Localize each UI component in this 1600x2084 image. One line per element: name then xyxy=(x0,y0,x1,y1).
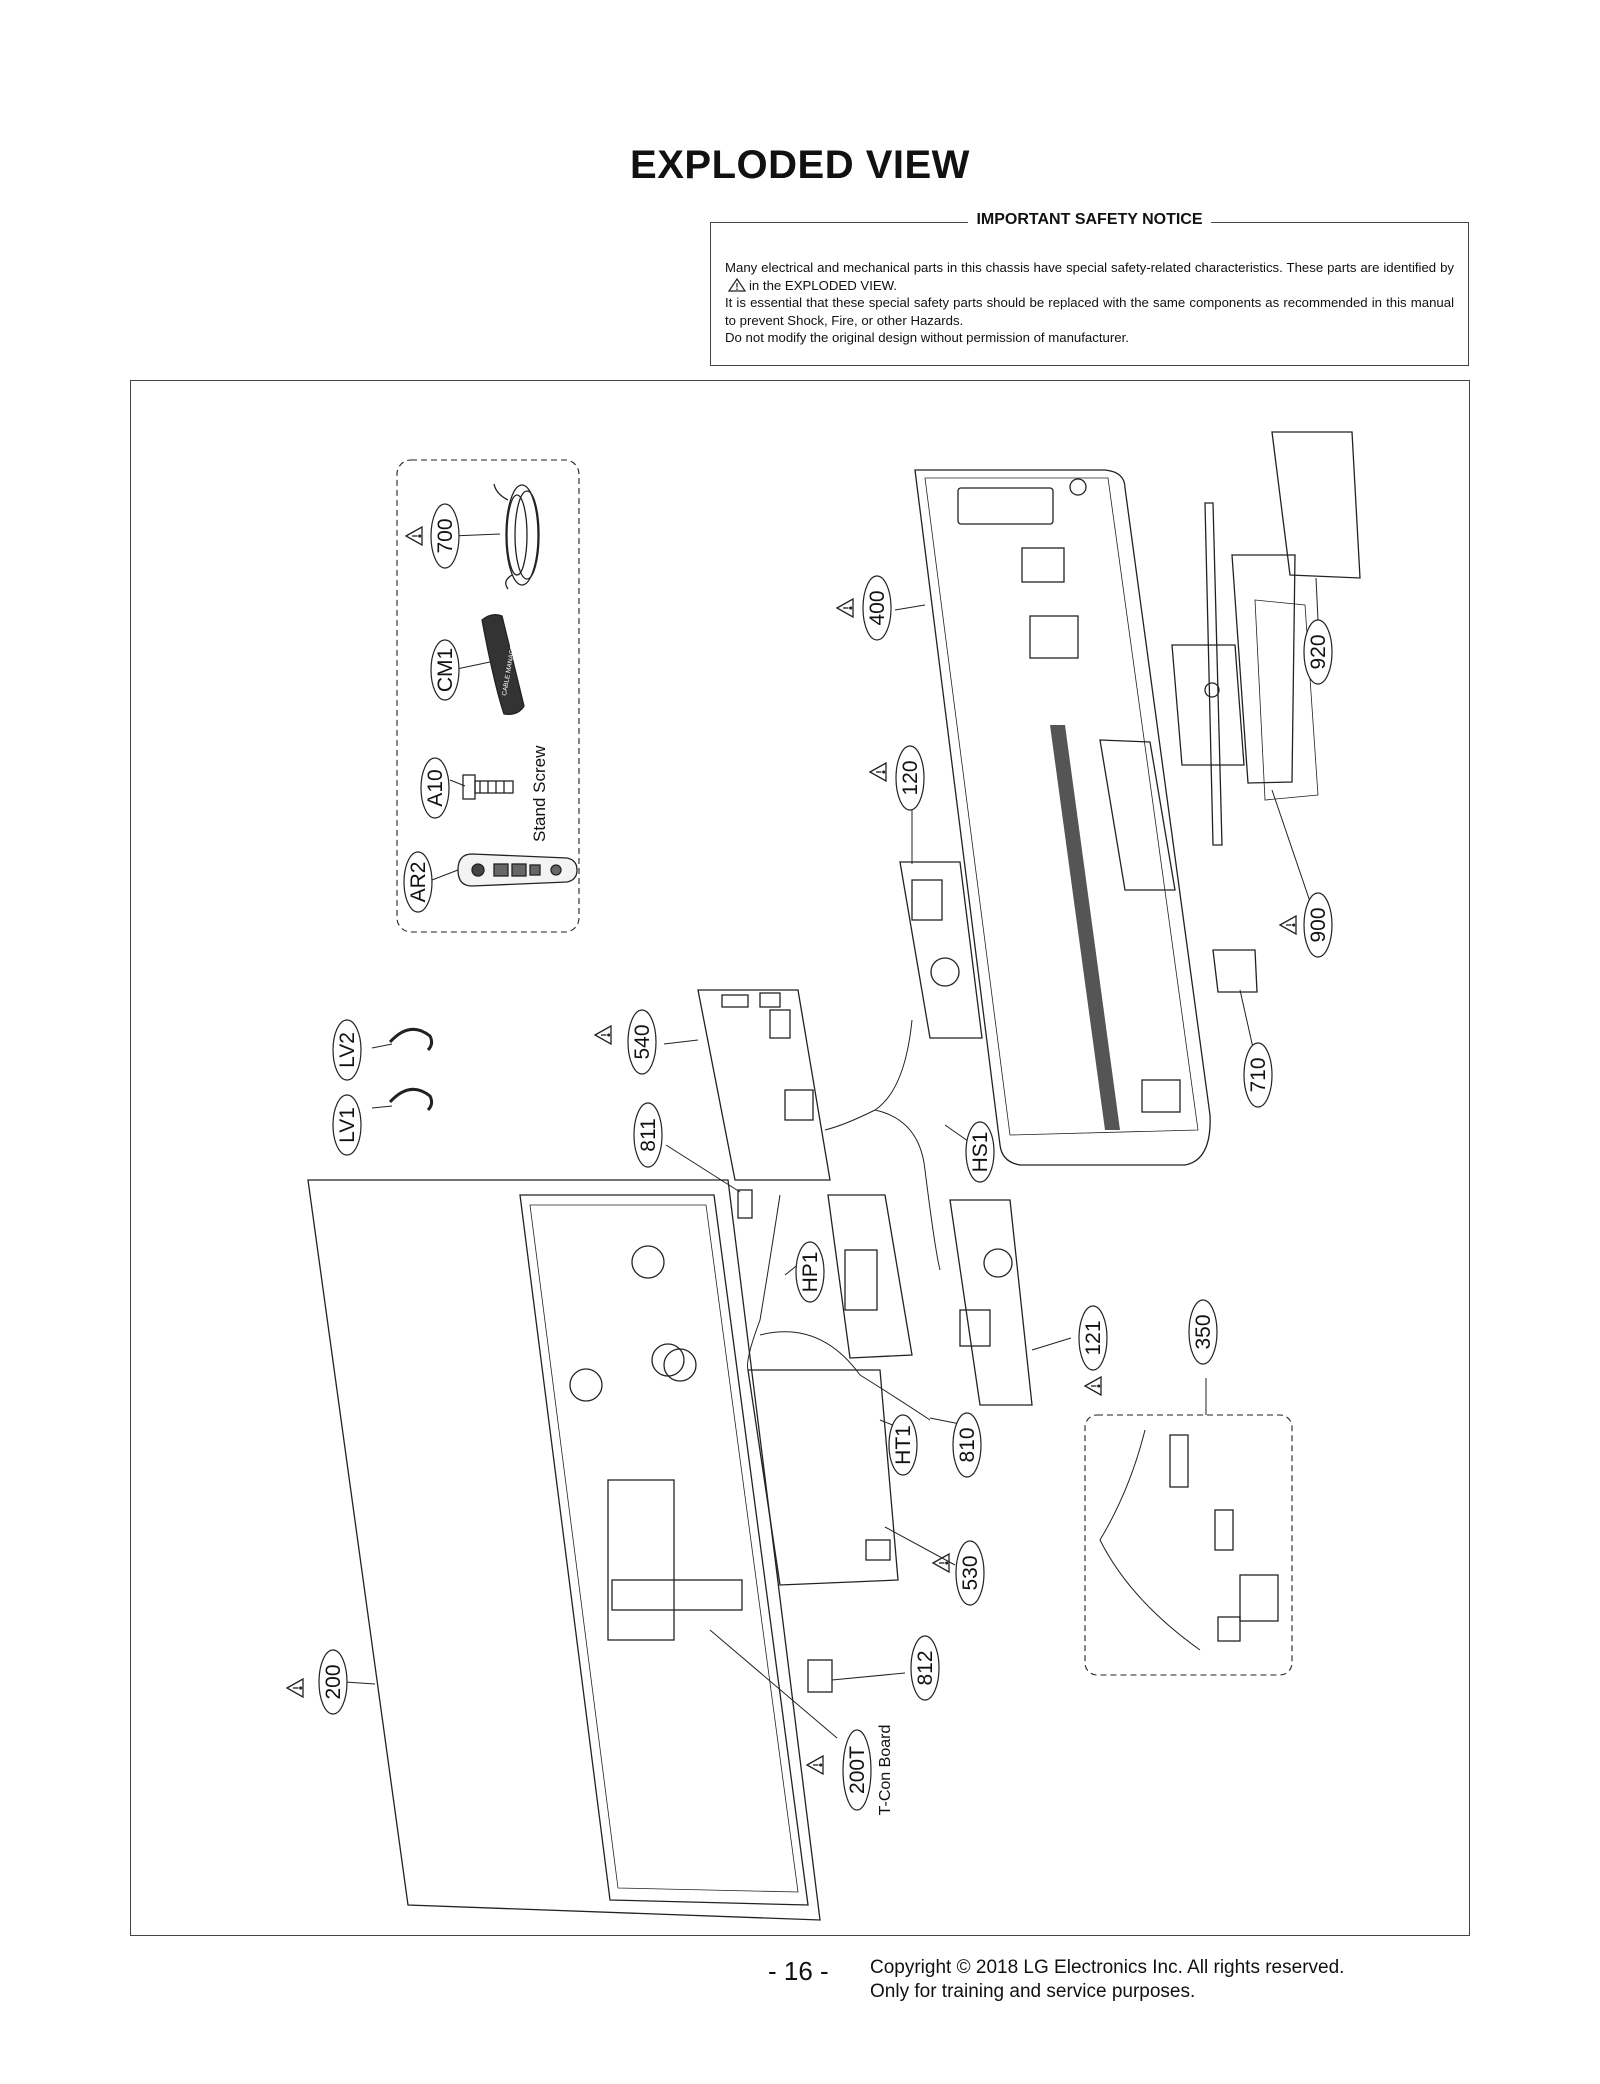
callout-hs1-text: HS1 xyxy=(969,1132,992,1173)
callout-710-text: 710 xyxy=(1247,1057,1270,1092)
power-supply-board-icon xyxy=(747,1369,899,1586)
sub-board-810-icon xyxy=(827,1194,913,1359)
tcon-board-label: T-Con Board xyxy=(877,1725,894,1816)
notice-line-3: Do not modify the original design withou… xyxy=(725,330,1129,345)
warning-200-icon xyxy=(286,1678,304,1698)
callout-a10-text: A10 xyxy=(424,769,447,806)
callout-lv2 xyxy=(332,1019,362,1081)
page-number: - 16 - xyxy=(768,1956,829,1986)
callout-900 xyxy=(1303,892,1333,958)
leader-lines xyxy=(344,533,1319,1739)
back-cover-icon xyxy=(914,469,1211,1166)
callout-cm1 xyxy=(430,639,460,701)
callout-540 xyxy=(627,1009,657,1075)
callout-200 xyxy=(318,1649,348,1715)
warning-400-icon xyxy=(836,598,854,618)
clip-lv1-icon xyxy=(388,1087,434,1112)
callout-lv1 xyxy=(332,1094,362,1156)
footer-copyright: Copyright © 2018 LG Electronics Inc. All… xyxy=(870,1956,1344,2004)
callout-hp1 xyxy=(795,1241,825,1303)
cover-plate-icon xyxy=(1212,949,1258,993)
callout-812 xyxy=(910,1635,940,1701)
safety-notice-body: Many electrical and mechanical parts in … xyxy=(725,259,1454,347)
cable-harness-icon xyxy=(747,1019,941,1421)
small-part-812-icon xyxy=(807,1659,833,1693)
speaker-unit-121-icon xyxy=(949,1199,1033,1406)
callout-200t-text: 200T xyxy=(846,1746,869,1794)
callout-530 xyxy=(955,1540,985,1606)
callout-ht1 xyxy=(888,1414,918,1476)
callout-530-text: 530 xyxy=(959,1555,982,1590)
safety-notice-title: IMPORTANT SAFETY NOTICE xyxy=(968,211,1211,228)
callout-cm1-text: CM1 xyxy=(434,648,457,692)
safety-warning-icons xyxy=(286,526,1297,1775)
callout-200-text: 200 xyxy=(322,1664,345,1699)
clip-lv2-icon xyxy=(388,1027,434,1052)
warning-200t-icon xyxy=(806,1755,824,1775)
callout-ht1-text: HT1 xyxy=(892,1425,915,1465)
stand-screw-icon xyxy=(462,774,514,800)
warning-triangle-icon xyxy=(728,277,746,292)
stand-bracket-icon xyxy=(1171,431,1361,846)
callout-120-text: 120 xyxy=(899,760,922,795)
display-panel-icon xyxy=(307,1179,821,1921)
callout-lv1-text: LV1 xyxy=(336,1107,359,1143)
callout-400 xyxy=(862,575,892,641)
callout-920-text: 920 xyxy=(1307,634,1330,669)
notice-line-2: It is essential that these special safet… xyxy=(725,295,1454,328)
copyright-line-2: Only for training and service purposes. xyxy=(870,1981,1196,2002)
callout-hp1-text: HP1 xyxy=(799,1252,822,1293)
callout-121 xyxy=(1078,1305,1108,1371)
cable-management-clip-icon: CABLE MANAGEMENT xyxy=(481,614,525,715)
callout-700 xyxy=(430,503,460,569)
notice-line-1a: Many electrical and mechanical parts in … xyxy=(725,260,1454,275)
callouts xyxy=(318,503,1333,1811)
warning-700-icon xyxy=(405,526,423,546)
warning-121-icon xyxy=(1084,1376,1102,1396)
callout-810 xyxy=(952,1412,982,1478)
callout-200t xyxy=(842,1729,872,1811)
copyright-line-1: Copyright © 2018 LG Electronics Inc. All… xyxy=(870,1957,1345,1978)
callout-lv2-text: LV2 xyxy=(336,1032,359,1068)
callout-120 xyxy=(895,745,925,811)
callout-812-text: 812 xyxy=(914,1650,937,1685)
small-part-811-icon xyxy=(737,1189,753,1219)
speaker-assembly-box xyxy=(1084,1414,1293,1676)
power-cord-icon xyxy=(493,483,540,590)
callout-811 xyxy=(633,1102,663,1168)
stand-screw-label: Stand Screw xyxy=(530,745,549,842)
page-title: EXPLODED VIEW xyxy=(630,143,970,187)
callout-350-text: 350 xyxy=(1192,1314,1215,1349)
callout-hs1 xyxy=(965,1121,995,1183)
callout-ar2-text: AR2 xyxy=(407,862,430,903)
callout-700-text: 700 xyxy=(434,518,457,553)
callout-920 xyxy=(1303,619,1333,685)
callout-710 xyxy=(1243,1042,1273,1108)
callout-540-text: 540 xyxy=(631,1024,654,1059)
callout-900-text: 900 xyxy=(1307,907,1330,942)
callout-810-text: 810 xyxy=(956,1427,979,1462)
warning-530-icon xyxy=(932,1553,950,1573)
warning-120-icon xyxy=(869,762,887,782)
callout-ar2 xyxy=(403,851,433,913)
callout-a10 xyxy=(420,757,450,819)
callout-400-text: 400 xyxy=(866,590,889,625)
notice-line-1b: in the EXPLODED VIEW. xyxy=(749,277,898,293)
callout-121-text: 121 xyxy=(1082,1320,1105,1355)
exploded-view-frame xyxy=(130,380,1470,1936)
main-board-icon xyxy=(697,989,831,1181)
warning-540-icon xyxy=(594,1025,612,1045)
remote-control-icon xyxy=(457,853,578,887)
warning-900-icon xyxy=(1279,915,1297,935)
speaker-unit-120-icon xyxy=(899,861,983,1039)
safety-notice-box: IMPORTANT SAFETY NOTICE Many electrical … xyxy=(710,211,1469,366)
speaker-assembly-icon xyxy=(1099,1429,1279,1651)
callout-350 xyxy=(1188,1299,1218,1365)
callout-811-text: 811 xyxy=(637,1118,660,1151)
